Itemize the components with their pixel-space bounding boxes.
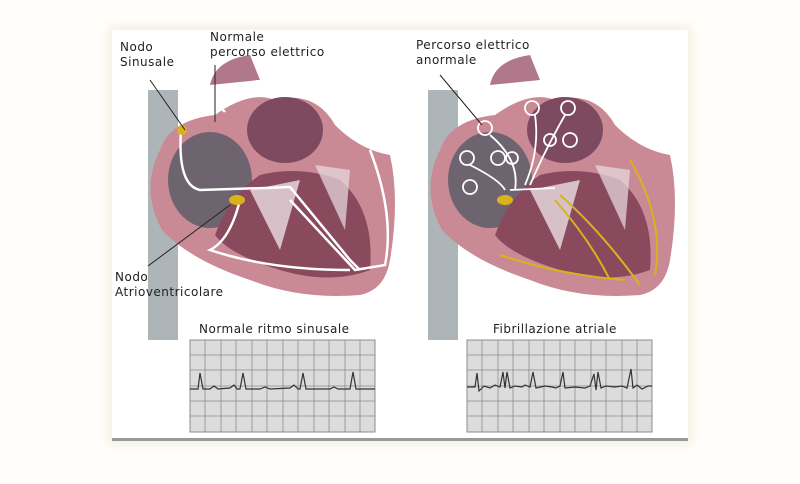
abnormal-path-pointer [439, 74, 483, 126]
label-line: anormale [416, 53, 477, 67]
abnormal-electrical-paths [459, 100, 578, 195]
ecg-title-fibrillation: Fibrillazione atriale [493, 322, 617, 336]
label-line: percorso elettrico [210, 45, 325, 59]
label-av-node: Nodo Atrioventricolare [115, 270, 224, 300]
heart-normal [147, 55, 395, 340]
label-line: Normale [210, 30, 265, 44]
card-bottom-border [112, 438, 688, 441]
heart-fibrillation [428, 55, 675, 340]
label-line: Sinusale [120, 55, 175, 69]
ecg-trace-fibrillation [467, 368, 652, 393]
sinus-node [177, 125, 187, 135]
label-line: Atrioventricolare [115, 285, 224, 299]
ecg-title-normal: Normale ritmo sinusale [199, 322, 350, 336]
ecg-normal [189, 339, 376, 433]
conduction-fibers [499, 159, 659, 286]
label-line: Nodo [115, 270, 149, 284]
av-node-pointer [147, 204, 231, 267]
av-node [229, 195, 245, 205]
label-line: Nodo [120, 40, 154, 54]
label-abnormal-path: Percorso elettrico anormale [416, 38, 530, 68]
label-line: Percorso elettrico [416, 38, 530, 52]
sinus-node-pointer [149, 79, 186, 131]
ecg-trace-normal [190, 371, 375, 390]
label-normal-path: Normale percorso elettrico [210, 30, 325, 60]
label-sinus-node: Nodo Sinusale [120, 40, 174, 70]
av-node-right [497, 195, 513, 205]
ecg-fibrillation [466, 339, 653, 433]
